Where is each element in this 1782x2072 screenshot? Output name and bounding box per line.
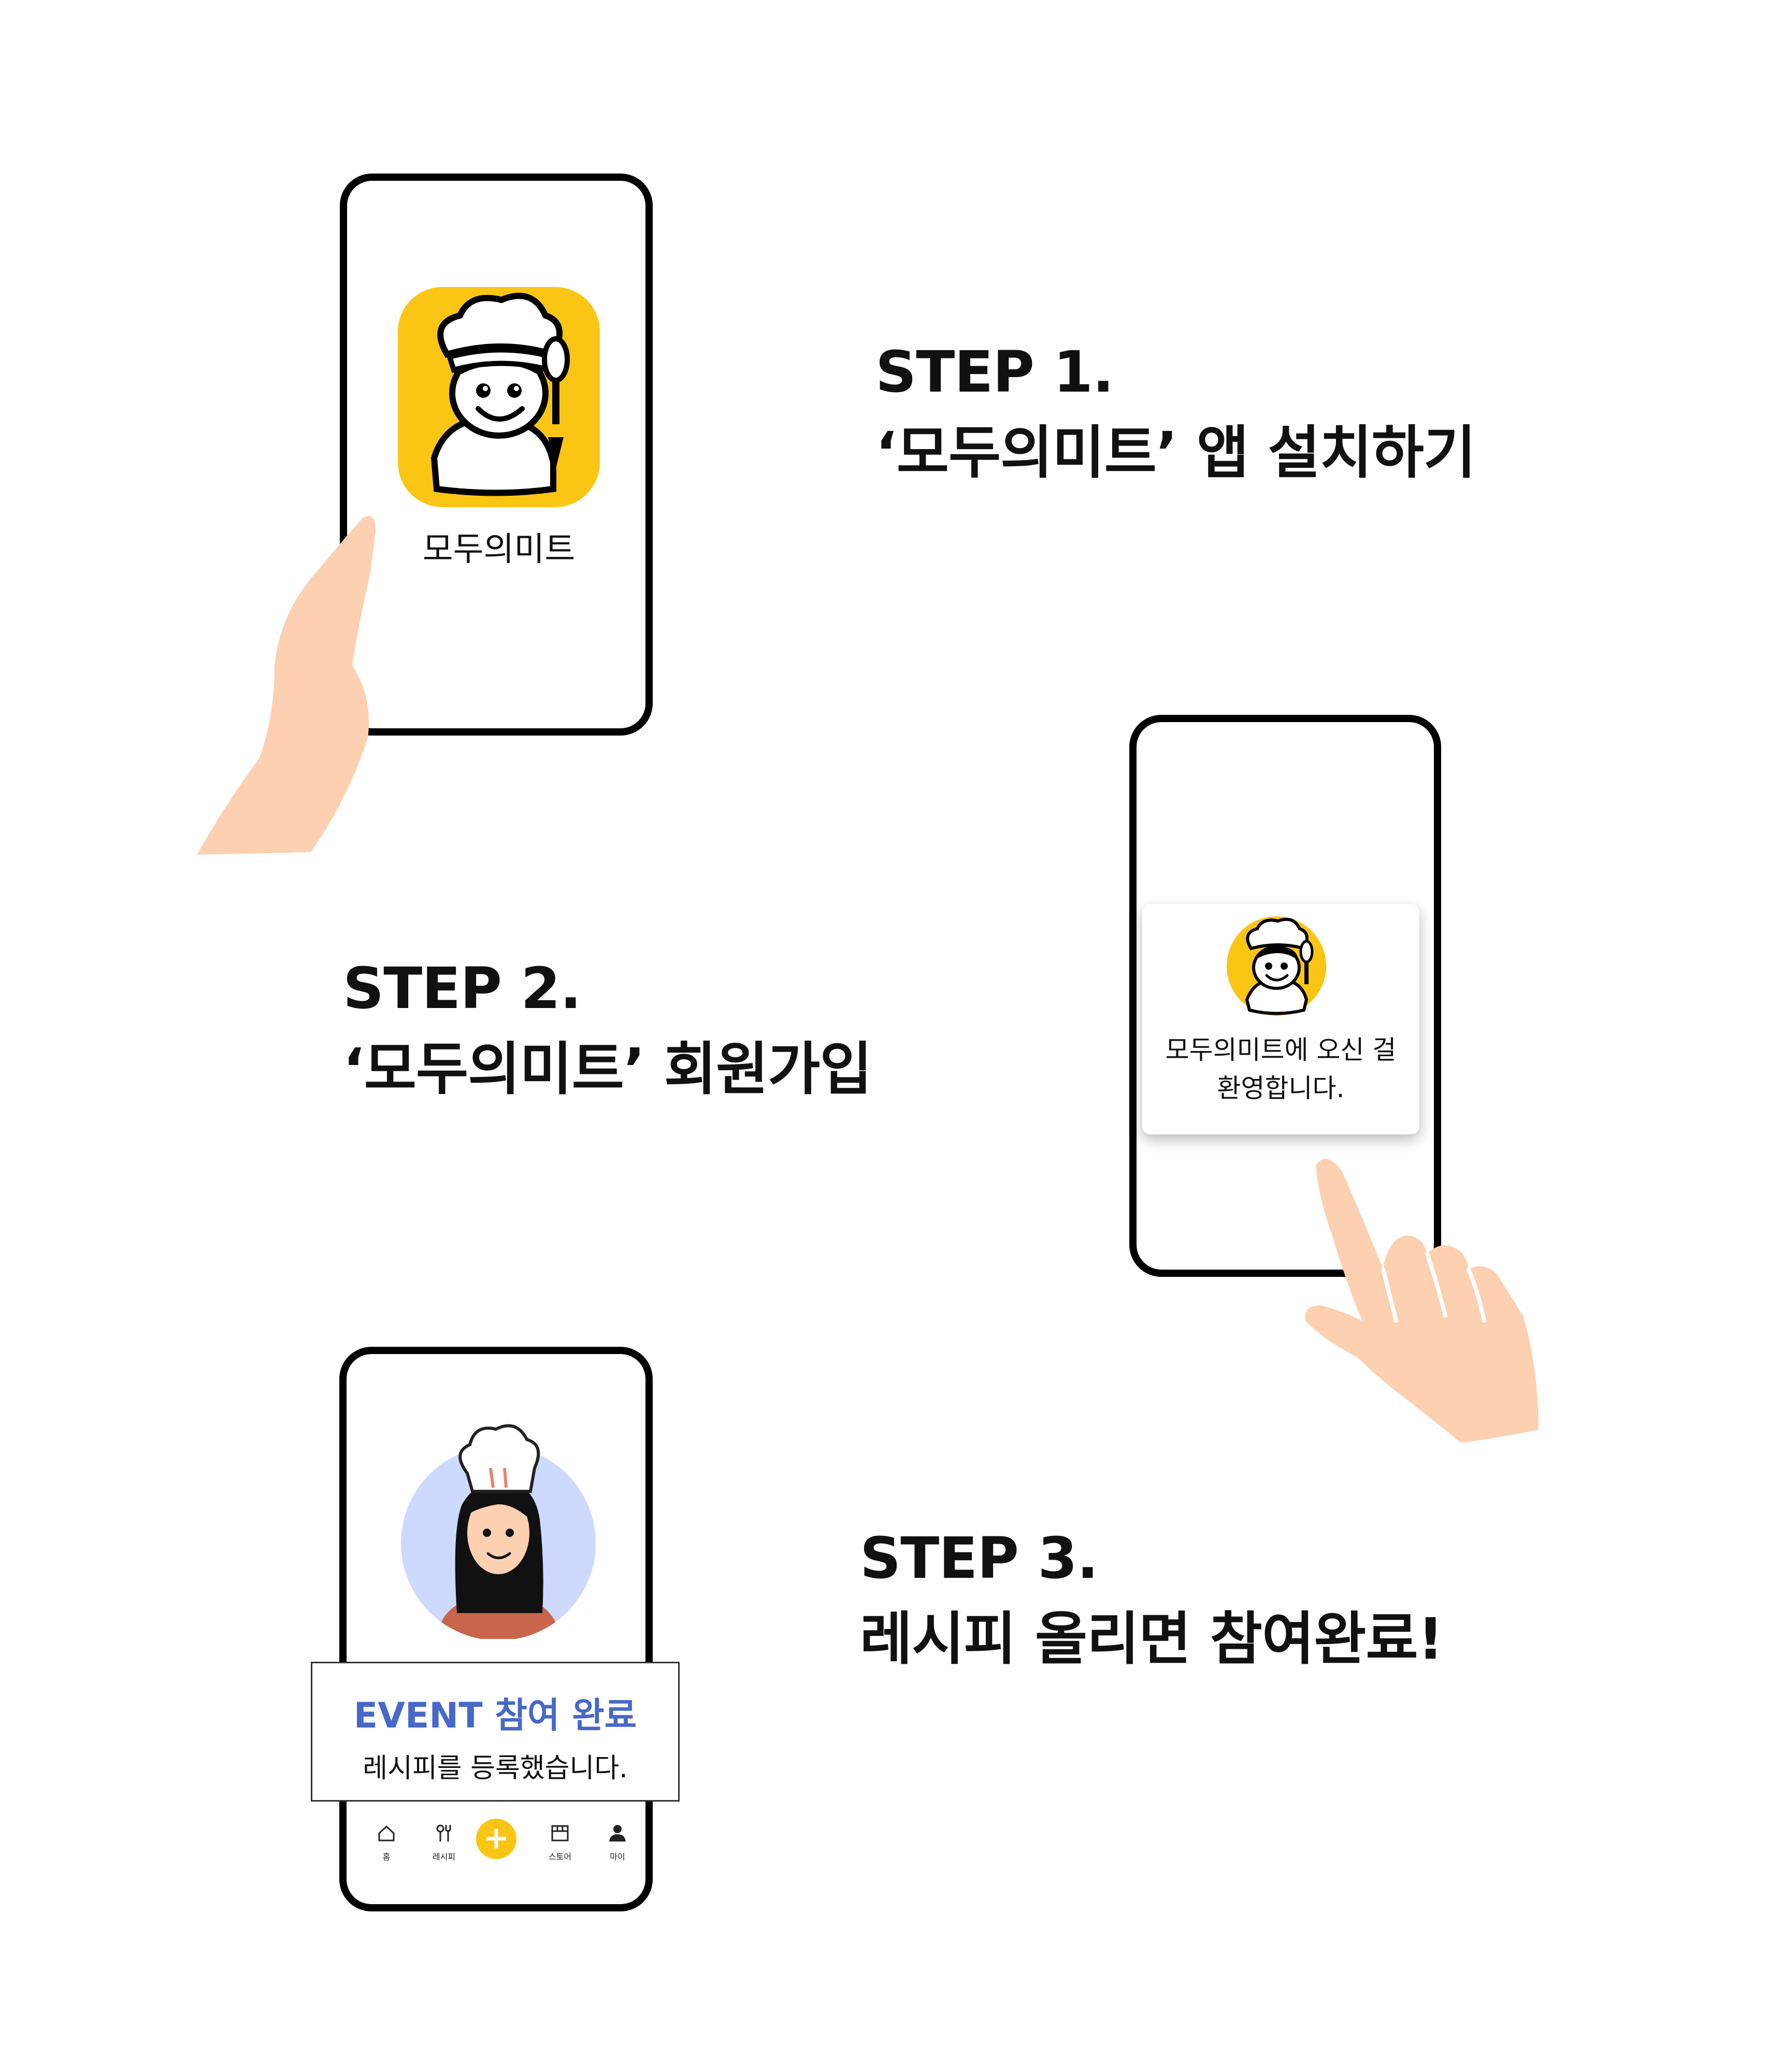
step3-heading: STEP 3. 레시피 올리면 참여완료! [860,1518,1444,1679]
step1-heading: STEP 1. ‘모두의미트’ 앱 설치하기 [875,332,1476,493]
nav-home-label: 홈 [382,1852,391,1862]
step3-title: STEP 3. [860,1525,1099,1591]
event-complete-toast: EVENT 참여 완료 레시피를 등록했습니다. [311,1662,680,1802]
utensils-icon [436,1824,451,1841]
step2-heading: STEP 2. ‘모두의미트’ 회원가입 [343,948,872,1110]
chef-mascot-icon [398,287,600,507]
toast-subtitle: 레시피를 등록했습니다. [363,1753,628,1784]
chef-woman-avatar-icon [401,1424,596,1639]
step2-title: STEP 2. [343,955,582,1021]
step1-subtitle: ‘모두의미트’ 앱 설치하기 [875,420,1476,486]
toast-title: EVENT 참여 완료 [353,1695,637,1736]
home-icon [378,1825,395,1841]
welcome-card: 모두의미트에 오신 걸 환영합니다. [1142,904,1419,1134]
app-icon-tile[interactable] [398,287,600,507]
app-name-label: 모두의미트 [422,530,576,569]
chef-mascot-icon [1227,916,1326,1016]
step3-subtitle: 레시피 올리면 참여완료! [860,1606,1444,1673]
pointing-hand-illustration [1305,1159,1539,1443]
store-icon [551,1825,569,1841]
step1-title: STEP 1. [875,339,1114,405]
add-recipe-button[interactable]: + [476,1819,516,1859]
welcome-line2: 환영합니다. [1217,1073,1345,1103]
nav-recipe-label: 레시피 [432,1852,456,1862]
step1-phone: 모두의미트 [340,174,653,736]
holding-hand-illustration [197,515,376,855]
step3-phone: 홈 레시피 + 스토어 마이 [339,1347,653,1911]
step2-subtitle: ‘모두의미트’ 회원가입 [343,1036,872,1103]
person-icon [609,1825,626,1841]
bottom-nav: 홈 레시피 + 스토어 마이 [347,1812,645,1890]
nav-store-label: 스토어 [548,1852,572,1862]
welcome-line1: 모두의미트에 오신 걸 [1165,1035,1397,1065]
nav-my-label: 마이 [610,1852,625,1862]
